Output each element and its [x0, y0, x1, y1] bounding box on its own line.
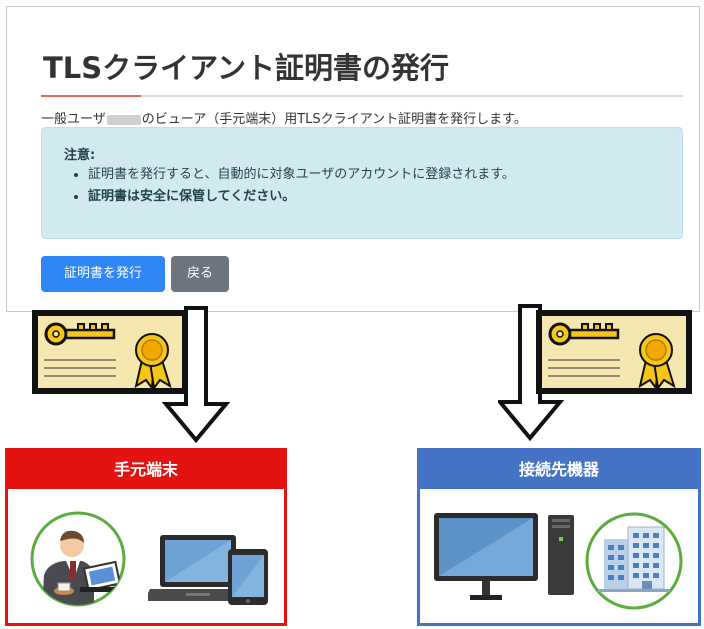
- notice-list: 証明書を発行すると、自動的に対象ユーザのアカウントに登録されます。 証明書は安全…: [64, 164, 515, 208]
- back-button[interactable]: 戻る: [171, 256, 229, 292]
- notice-item-auto-register: 証明書を発行すると、自動的に対象ユーザのアカウントに登録されます。: [88, 164, 515, 186]
- local-device-panel-title: 手元端末: [8, 451, 284, 489]
- seal-icon: [638, 333, 676, 391]
- laptop-icon: [148, 535, 252, 601]
- notice-title: 注意:: [64, 148, 96, 163]
- page-title: TLSクライアント証明書の発行: [43, 51, 449, 85]
- issue-certificate-dialog: TLSクライアント証明書の発行 一般ユーザ のビューア（手元端末）用TLSクライア…: [6, 6, 700, 312]
- monitor-icon: [434, 513, 538, 600]
- redacted-username: [106, 114, 141, 125]
- description: 一般ユーザ のビューア（手元端末）用TLSクライアント証明書を発行します。: [41, 108, 527, 127]
- remote-device-panel: 接続先機器: [417, 448, 701, 626]
- notice-alert: 注意: 証明書を発行すると、自動的に対象ユーザのアカウントに登録されます。 証明…: [41, 127, 683, 239]
- notice-item-keep-safe: 証明書は安全に保管してください。: [88, 186, 515, 208]
- description-lead: 一般ユーザ: [41, 112, 106, 127]
- issue-certificate-button[interactable]: 証明書を発行: [41, 256, 165, 292]
- description-rest: のビューア（手元端末）用TLSクライアント証明書を発行します。: [141, 112, 527, 127]
- title-divider: [41, 95, 683, 97]
- desktop-tower-icon: [548, 515, 574, 595]
- certificate-icon: [536, 310, 692, 394]
- down-arrow-left: [161, 306, 230, 444]
- tablet-icon: [228, 549, 268, 605]
- key-icon: [548, 322, 620, 346]
- key-icon: [44, 322, 116, 346]
- remote-device-panel-title: 接続先機器: [420, 451, 698, 489]
- seal-icon: [134, 333, 172, 391]
- title-divider-accent: [41, 95, 141, 97]
- office-building-icon: [585, 512, 683, 610]
- user-with-laptop-icon: [30, 511, 126, 607]
- certificate-icon: [32, 310, 188, 394]
- local-device-panel: 手元端末: [5, 448, 287, 626]
